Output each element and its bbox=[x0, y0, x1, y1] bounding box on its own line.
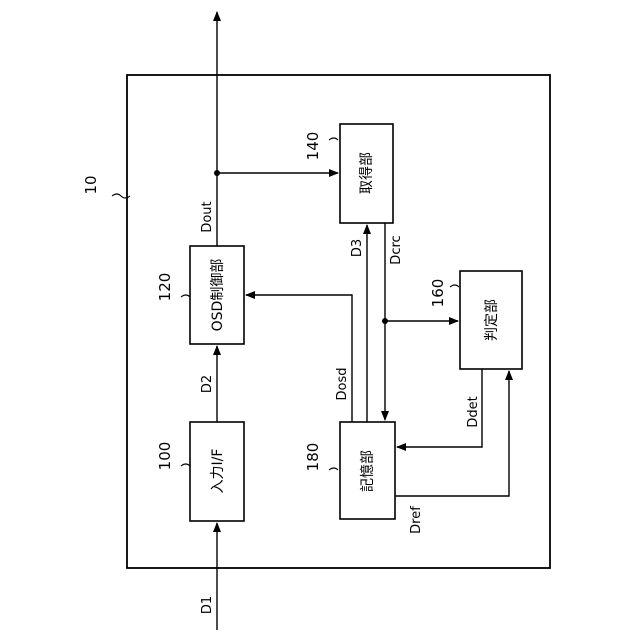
signal-label-d3: D3 bbox=[350, 239, 365, 257]
signal-label-ddet: Ddet bbox=[466, 396, 481, 427]
signal-label-dref: Dref bbox=[409, 506, 424, 534]
block-judge-leader bbox=[450, 285, 459, 287]
block-osd-control-leader bbox=[181, 295, 190, 297]
block-memory-label: 記憶部 bbox=[359, 450, 376, 492]
block-acquire-ref: 140 bbox=[304, 132, 322, 161]
signal-label-dcrc: Dcrc bbox=[389, 235, 404, 264]
block-judge-ref: 160 bbox=[429, 279, 447, 308]
block-memory-leader bbox=[329, 468, 338, 470]
block-input-if-label: 入力I/F bbox=[210, 449, 226, 494]
signal-line-dref bbox=[395, 371, 509, 496]
block-input-if-leader bbox=[181, 464, 190, 466]
block-acquire-leader bbox=[329, 138, 338, 140]
block-judge-label: 判定部 bbox=[484, 299, 500, 341]
block-input-if-ref: 100 bbox=[156, 442, 174, 471]
block-osd-control-label: OSD制御部 bbox=[210, 259, 226, 332]
block-acquire-label: 取得部 bbox=[358, 152, 375, 194]
signal-label-d1: D1 bbox=[200, 596, 215, 614]
signal-line-dosd bbox=[246, 295, 352, 422]
block-osd-control-ref: 120 bbox=[156, 273, 174, 302]
system-ref: 10 bbox=[82, 175, 100, 194]
signal-label-dosd: Dosd bbox=[335, 368, 350, 401]
signal-label-d2: D2 bbox=[200, 375, 215, 393]
block-memory-ref: 180 bbox=[304, 443, 322, 472]
signal-label-dout: Dout bbox=[200, 201, 215, 232]
